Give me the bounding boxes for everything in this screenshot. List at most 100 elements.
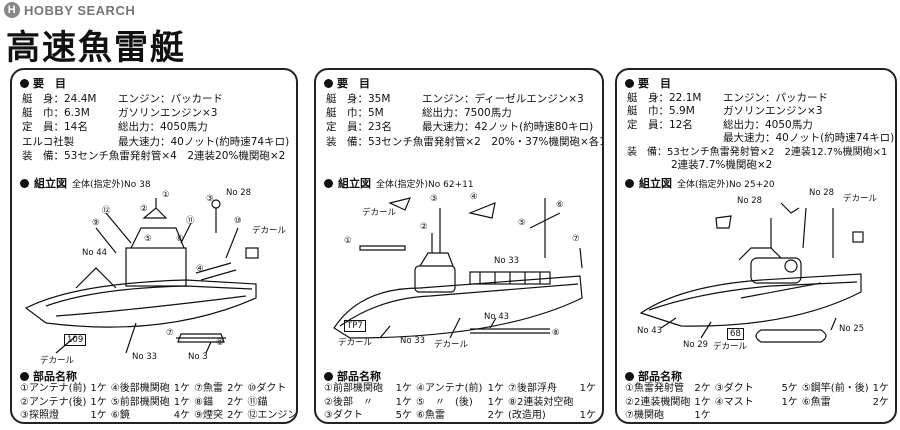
part-item: ⑤鋼竿(前・後)1ケ	[801, 383, 889, 394]
watermark: H HOBBY SEARCH	[4, 2, 135, 18]
callout-label: ⑤	[144, 234, 152, 244]
callout-label: No 28	[737, 196, 763, 206]
callout-label: No 25	[839, 324, 865, 334]
parts-heading: 部品名称	[625, 368, 682, 384]
assembly-heading: 組立図全体(指定外)No 38	[20, 175, 151, 191]
callout-label: ⑫	[102, 206, 111, 216]
part-item: ⑤ 〃 (後)1ケ	[416, 396, 504, 408]
callout-label: ④	[196, 264, 204, 274]
callout-label: デカール	[40, 356, 75, 366]
part-item: ⑪錨2ケ	[247, 396, 268, 408]
callout-label: ⑥	[556, 200, 564, 210]
callout-label: ⑥	[176, 234, 184, 244]
assembly-heading: 組立図全体(指定外)No 62+11	[324, 175, 474, 191]
callout-label: ⑨	[92, 218, 100, 228]
callout-label: ④	[470, 192, 478, 202]
callout-label: ③	[206, 194, 214, 204]
boat-drawing	[333, 197, 583, 339]
callout-label: TP7	[344, 320, 366, 332]
callout-label: No 28	[809, 188, 835, 198]
callout-label: ⑦	[572, 234, 580, 244]
bullet-icon	[324, 178, 333, 188]
callout-label: 109	[64, 334, 87, 346]
callout-label: ②	[420, 222, 428, 232]
part-item: ⑫エンジンルーム上蓋1ケ	[247, 410, 298, 421]
callout-label: ⑧	[552, 328, 560, 338]
boat-drawing	[24, 198, 259, 354]
callout-label: No 29	[683, 340, 709, 350]
callout-label: ②	[140, 204, 148, 214]
parts-heading: 部品名称	[324, 368, 381, 384]
callout-label: デカール	[338, 338, 373, 348]
bullet-icon	[324, 371, 333, 381]
bullet-icon	[20, 371, 29, 381]
part-item: ②アンテナ(後)1ケ	[20, 396, 107, 408]
spec-row: 装 備：53センチ魚雷発射管×4 2連装20%機関砲×2	[22, 149, 286, 162]
callout-label: No 33	[494, 256, 520, 266]
callout-label: デカール	[362, 208, 397, 218]
callout-label: No 44	[82, 248, 108, 258]
assembly-diagram: No 28 デカール No 44 No 33 No 3 デカール 109 ⑨ ⑫…	[16, 188, 292, 368]
spec-heading: 要 目	[625, 75, 671, 91]
part-item: ⑩ダクト4ケ	[247, 383, 287, 394]
callout-label: ⑤	[518, 218, 526, 228]
boat-drawing	[639, 202, 864, 343]
part-item: ⑧2連装対空砲	[508, 396, 574, 408]
callout-label: ⑦	[166, 328, 174, 338]
part-item: ④アンテナ(前)1ケ	[416, 383, 504, 394]
callout-label: No 28	[226, 188, 252, 198]
part-item: ①アンテナ(前)1ケ	[20, 383, 107, 394]
callout-label: デカール	[843, 194, 878, 204]
bullet-icon	[20, 178, 29, 188]
bullet-icon	[20, 78, 29, 88]
hobby-search-logo-icon: H	[4, 2, 20, 18]
spec-row: 定 員：23名最大速力：42ノット(約時速80キロ)	[326, 121, 594, 134]
parts-heading: 部品名称	[20, 368, 77, 384]
spec-heading: 要 目	[20, 75, 66, 91]
callout-label: No 33	[132, 352, 158, 362]
bullet-icon	[625, 78, 634, 88]
part-item: (改造用)1ケ	[508, 410, 596, 421]
callout-label: ⑩	[234, 216, 242, 226]
spec-row: 定 員：14名総出力：4050馬力	[22, 121, 208, 134]
callout-label: ①	[162, 190, 170, 200]
callout-label: デカール	[434, 340, 469, 350]
callout-label: デカール	[252, 226, 287, 236]
assembly-heading: 組立図全体(指定外)No 25+20	[625, 175, 775, 191]
bullet-icon	[625, 371, 634, 381]
spec-row: エルコ社製最大速力：40ノット(約時速74キロ)	[22, 135, 290, 148]
watermark-text: HOBBY SEARCH	[24, 2, 136, 18]
page-title: 高速魚雷艇	[6, 28, 186, 68]
spec-row: 定 員：12名総出力：4050馬力	[627, 118, 813, 131]
spec-row: 2連装7.7%機関砲×2	[671, 159, 773, 172]
assembly-diagram: No 28 No 28 デカール No 43 No 29 デカール No 25 …	[621, 188, 891, 368]
bullet-icon	[324, 78, 333, 88]
